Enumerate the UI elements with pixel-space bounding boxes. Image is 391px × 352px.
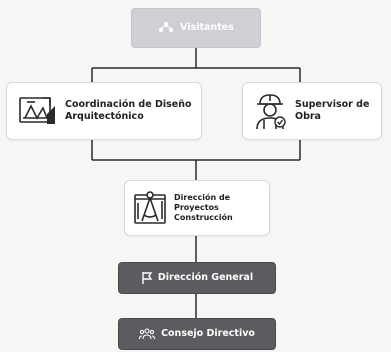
architect-drawing-icon bbox=[17, 94, 57, 128]
construction-worker-icon bbox=[253, 92, 287, 130]
group-icon bbox=[139, 328, 156, 340]
node-label: Supervisor de Obra bbox=[295, 99, 370, 122]
node-supervisor-obra: Supervisor de Obra bbox=[242, 82, 382, 140]
people-network-icon bbox=[158, 21, 174, 35]
node-consejo-directivo: Consejo Directivo bbox=[118, 318, 276, 350]
node-label: Consejo Directivo bbox=[161, 328, 255, 339]
flag-icon bbox=[141, 271, 153, 285]
node-coordinacion-diseno: Coordinación de Diseño Arquitectónico bbox=[6, 82, 202, 140]
node-label: Visitantes bbox=[180, 22, 234, 33]
node-direccion-proyectos: Dirección de Proyectos Construcción bbox=[124, 180, 270, 236]
drafting-compass-icon bbox=[133, 189, 167, 227]
node-direccion-general: Dirección General bbox=[118, 262, 276, 294]
node-label: Dirección General bbox=[157, 272, 254, 283]
node-label: Dirección de Proyectos Construcción bbox=[174, 193, 233, 222]
node-visitantes: Visitantes bbox=[131, 8, 261, 48]
node-label: Coordinación de Diseño Arquitectónico bbox=[65, 99, 192, 122]
